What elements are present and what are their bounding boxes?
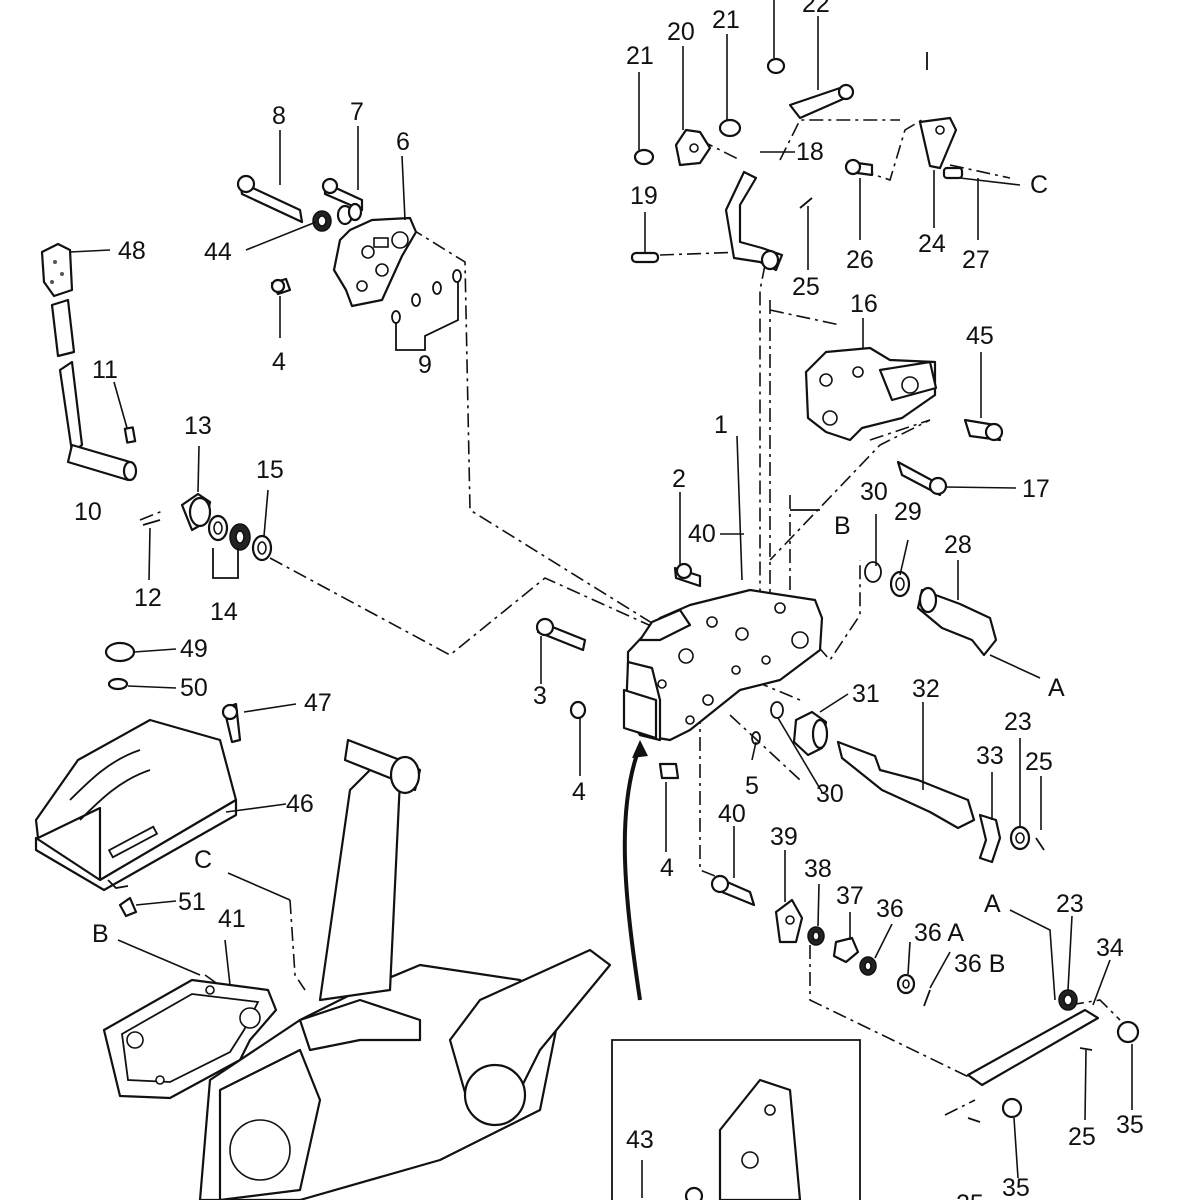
callout-10: 10 <box>74 498 102 526</box>
callout-25: 25 <box>956 1190 984 1200</box>
callout-40: 40 <box>718 800 746 828</box>
callout-38: 38 <box>804 855 832 883</box>
reference-c: C <box>1030 171 1048 199</box>
callout-7: 7 <box>350 98 364 126</box>
callout-19: 19 <box>630 182 658 210</box>
reference-a: A <box>1048 674 1065 702</box>
callout-11: 11 <box>92 356 118 384</box>
callout-50: 50 <box>180 674 208 702</box>
callout-41: 41 <box>218 905 246 933</box>
callout-33: 33 <box>976 742 1004 770</box>
cover-plate-assembly <box>236 174 462 351</box>
rear-axle-housing <box>198 738 612 1200</box>
callout-35: 35 <box>1116 1111 1144 1139</box>
callout-17: 17 <box>1022 475 1050 503</box>
inset-detail <box>611 1039 861 1200</box>
callout-8: 8 <box>272 102 286 130</box>
callout-14: 14 <box>210 598 238 626</box>
linkage-assembly-top <box>630 52 964 272</box>
reference-b: B <box>834 512 851 540</box>
callout-51: 51 <box>178 888 206 916</box>
callout-25: 25 <box>1025 748 1053 776</box>
callout-6: 6 <box>396 128 410 156</box>
piston-rod-assembly <box>770 561 1045 864</box>
callout-4: 4 <box>572 778 586 806</box>
callout-31: 31 <box>852 680 880 708</box>
callout-32: 32 <box>912 675 940 703</box>
hitch-lever-assembly <box>40 242 161 526</box>
callout-26: 26 <box>846 246 874 274</box>
callout-21: 21 <box>626 42 654 70</box>
callout-40: 40 <box>688 520 716 548</box>
reference-c: C <box>194 846 212 874</box>
shift-cover <box>34 641 242 918</box>
callout-15: 15 <box>256 456 284 484</box>
callout-49: 49 <box>180 635 208 663</box>
control-valve <box>804 346 1004 497</box>
callout-4: 4 <box>660 854 674 882</box>
callout-44: 44 <box>204 238 232 266</box>
callout-37: 37 <box>836 882 864 910</box>
callout-43: 43 <box>626 1126 654 1154</box>
lower-link-assembly <box>710 874 1140 1123</box>
reference-a: A <box>984 890 1001 918</box>
callout-36: 36 <box>876 895 904 923</box>
callout-39: 39 <box>770 823 798 851</box>
callout-21: 21 <box>712 6 740 34</box>
callout-48: 48 <box>118 237 146 265</box>
callout-labels: 1 2 3 4 4 4 5 6 7 8 9 10 11 12 13 14 15 … <box>74 0 1144 1200</box>
callout-22: 22 <box>802 0 830 18</box>
callout-25: 25 <box>1068 1123 1096 1151</box>
gasket <box>102 978 278 1100</box>
callout-34: 34 <box>1096 934 1124 962</box>
callout-25: 25 <box>792 273 820 301</box>
callout-35: 35 <box>1002 1174 1030 1200</box>
callout-36a: 36 A <box>914 919 964 947</box>
callout-24: 24 <box>918 230 946 258</box>
callout-30: 30 <box>816 780 844 808</box>
callout-27: 27 <box>962 246 990 274</box>
callout-4: 4 <box>272 348 286 376</box>
callout-13: 13 <box>184 412 212 440</box>
bushing-washers <box>180 492 273 562</box>
callout-28: 28 <box>944 531 972 559</box>
reference-b: B <box>92 920 109 948</box>
callout-47: 47 <box>304 689 332 717</box>
callout-16: 16 <box>850 290 878 318</box>
callout-20: 20 <box>667 18 695 46</box>
callout-30: 30 <box>860 478 888 506</box>
main-housing <box>535 562 824 780</box>
callout-46: 46 <box>286 790 314 818</box>
callout-9: 9 <box>418 351 432 379</box>
callout-5: 5 <box>745 772 759 800</box>
callout-2: 2 <box>672 465 686 493</box>
callout-23: 23 <box>1004 708 1032 736</box>
callout-18: 18 <box>796 138 824 166</box>
callout-12: 12 <box>134 584 162 612</box>
callout-29: 29 <box>894 498 922 526</box>
callout-45: 45 <box>966 322 994 350</box>
callout-36b: 36 B <box>954 950 1005 978</box>
callout-23: 23 <box>1056 890 1084 918</box>
callout-1: 1 <box>714 411 728 439</box>
leader-lines <box>69 0 1133 1198</box>
callout-3: 3 <box>533 682 547 710</box>
